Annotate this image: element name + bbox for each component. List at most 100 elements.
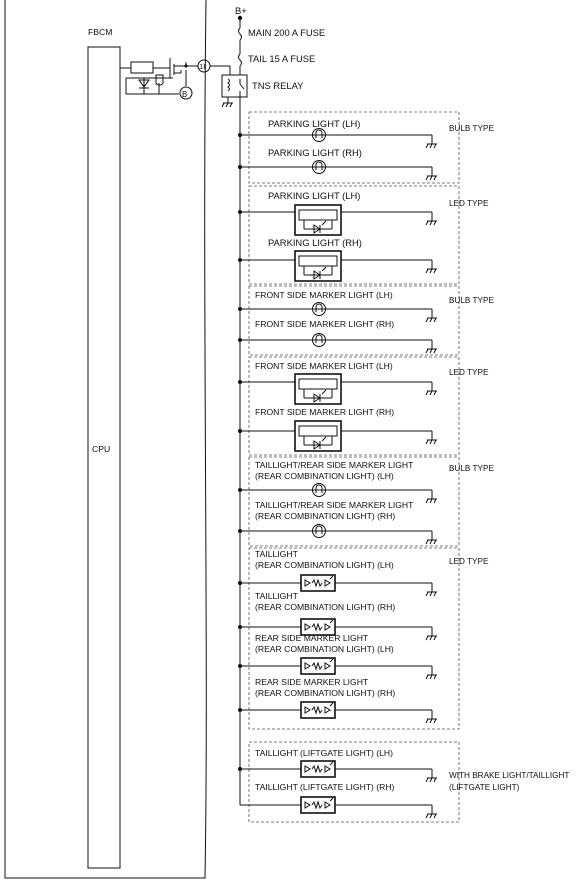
type-parking-led: LED TYPE (449, 199, 489, 208)
tail-fuse-label: TAIL 15 A FUSE (248, 53, 315, 64)
branch-label: TAILLIGHT (LIFTGATE LIGHT) (RH) (255, 782, 395, 792)
branch-label-line2: (REAR COMBINATION LIGHT) (RH) (255, 688, 395, 698)
branch-label: PARKING LIGHT (RH) (268, 147, 362, 158)
led-strip-icon (300, 574, 336, 592)
ground-symbol (425, 169, 437, 181)
branch-label-line1: TAILLIGHT/REAR SIDE MARKER LIGHT (255, 460, 414, 470)
led-strip-icon (300, 618, 336, 636)
tns-relay-box (221, 74, 248, 98)
ground-symbol (425, 668, 437, 680)
branch-label-line2: (REAR COMBINATION LIGHT) (RH) (255, 602, 395, 612)
box-liftgate (248, 741, 460, 823)
type-liftgate-line2: (LIFTGATE LIGHT) (449, 783, 520, 792)
ground-symbol (425, 585, 437, 597)
branch-label: PARKING LIGHT (RH) (268, 237, 362, 248)
branch-parking-led: PARKING LIGHT (RH) (238, 237, 437, 282)
branch-label: FRONT SIDE MARKER LIGHT (LH) (255, 290, 393, 300)
cpu-block (87, 46, 121, 869)
branch-rear-led: TAILLIGHT(REAR COMBINATION LIGHT) (LH) (238, 549, 437, 597)
ground-symbol (425, 311, 437, 323)
branch-parking-bulb: PARKING LIGHT (RH) (238, 147, 437, 181)
fbcm-driver-circuit: B 1I (120, 58, 211, 100)
branch-parking-led: PARKING LIGHT (LH) (238, 190, 437, 236)
branch-label-line2: (REAR COMBINATION LIGHT) (LH) (255, 560, 394, 570)
main-fuse-symbol (238, 27, 242, 41)
ground-symbol (425, 712, 437, 724)
connector-b-label: B (182, 90, 187, 99)
branch-label-line1: REAR SIDE MARKER LIGHT (255, 677, 369, 687)
branch-liftgate: TAILLIGHT (LIFTGATE LIGHT) (LH) (238, 748, 437, 783)
led-module-icon (294, 250, 342, 282)
tail-fuse-symbol (238, 53, 242, 67)
branch-label-line1: REAR SIDE MARKER LIGHT (255, 633, 369, 643)
ground-symbol (221, 102, 233, 108)
bulb-icon (312, 302, 326, 316)
type-front-led: LED TYPE (449, 368, 489, 377)
branch-label: FRONT SIDE MARKER LIGHT (RH) (255, 319, 394, 329)
ground-symbol (425, 384, 437, 396)
cpu-label: CPU (92, 444, 110, 454)
ground-symbol (425, 214, 437, 226)
type-parking-bulb: BULB TYPE (449, 124, 494, 133)
branch-label-line1: TAILLIGHT (255, 591, 299, 601)
led-strip-icon (300, 796, 336, 814)
main-fuse-label: MAIN 200 A FUSE (248, 27, 325, 38)
bulb-icon (312, 128, 326, 142)
bulb-icon (312, 483, 326, 497)
type-rear-bulb: BULB TYPE (449, 464, 494, 473)
branch-liftgate: TAILLIGHT (LIFTGATE LIGHT) (RH) (240, 782, 437, 819)
battery-label: B+ (235, 5, 247, 16)
box-front-bulb (248, 285, 460, 356)
box-front-led (248, 356, 460, 456)
led-module-icon (294, 420, 342, 452)
branch-label-line2: (REAR COMBINATION LIGHT) (LH) (255, 471, 394, 481)
box-rear-bulb (248, 456, 460, 547)
ground-symbol (425, 629, 437, 641)
branch-rear-bulb: TAILLIGHT/REAR SIDE MARKER LIGHT(REAR CO… (238, 460, 437, 504)
ground-symbol (425, 262, 437, 274)
branch-label-line1: TAILLIGHT/REAR SIDE MARKER LIGHT (255, 500, 414, 510)
power-supply: B+ MAIN 200 A FUSE TAIL 15 A FUSE TNS RE… (210, 5, 325, 805)
type-front-bulb: BULB TYPE (449, 296, 494, 305)
branch-front-bulb: FRONT SIDE MARKER LIGHT (RH) (238, 319, 437, 354)
bulb-icon (312, 333, 326, 347)
ground-symbol (425, 807, 437, 819)
type-rear-led: LED TYPE (449, 557, 489, 566)
branch-label: FRONT SIDE MARKER LIGHT (LH) (255, 361, 393, 371)
branch-front-bulb: FRONT SIDE MARKER LIGHT (LH) (238, 290, 437, 323)
ground-symbol (425, 771, 437, 783)
branch-label-line1: TAILLIGHT (255, 549, 299, 559)
fbcm-label: FBCM (88, 27, 112, 37)
led-module-icon (294, 373, 342, 405)
section-boxes: BULB TYPE LED TYPE BULB TYPE LED TYPE BU… (248, 111, 569, 823)
bulb-icon (312, 160, 326, 174)
type-liftgate-line1: WITH BRAKE LIGHT/TAILLIGHT (449, 771, 569, 780)
box-rear-led (248, 547, 460, 730)
branch-parking-bulb: PARKING LIGHT (LH) (238, 118, 437, 149)
connector-pin-label: 1I (199, 62, 205, 71)
branch-label: FRONT SIDE MARKER LIGHT (RH) (255, 407, 394, 417)
fbcm-module: FBCM CPU (4, 0, 207, 879)
ground-symbol (425, 492, 437, 504)
branch-rear-led: TAILLIGHT(REAR COMBINATION LIGHT) (RH) (238, 591, 437, 641)
branch-label-line2: (REAR COMBINATION LIGHT) (RH) (255, 511, 395, 521)
branch-label: PARKING LIGHT (LH) (268, 118, 360, 129)
led-strip-icon (300, 657, 336, 675)
box-parking-led (248, 185, 460, 285)
connector-b-marker (179, 86, 193, 100)
led-strip-icon (300, 760, 336, 778)
bulb-icon (312, 524, 326, 538)
branch-label-line2: (REAR COMBINATION LIGHT) (LH) (255, 644, 394, 654)
branch-front-led: FRONT SIDE MARKER LIGHT (RH) (238, 407, 437, 452)
ground-symbol (425, 342, 437, 354)
ground-symbol (425, 433, 437, 445)
ground-symbol (425, 137, 437, 149)
branch-rear-bulb: TAILLIGHT/REAR SIDE MARKER LIGHT(REAR CO… (238, 500, 437, 545)
ground-symbol (425, 533, 437, 545)
led-module-icon (294, 204, 342, 236)
branch-label: PARKING LIGHT (LH) (268, 190, 360, 201)
tns-relay-label: TNS RELAY (252, 80, 304, 91)
branch-front-led: FRONT SIDE MARKER LIGHT (LH) (238, 361, 437, 405)
branch-rear-led: REAR SIDE MARKER LIGHT(REAR COMBINATION … (238, 677, 437, 724)
